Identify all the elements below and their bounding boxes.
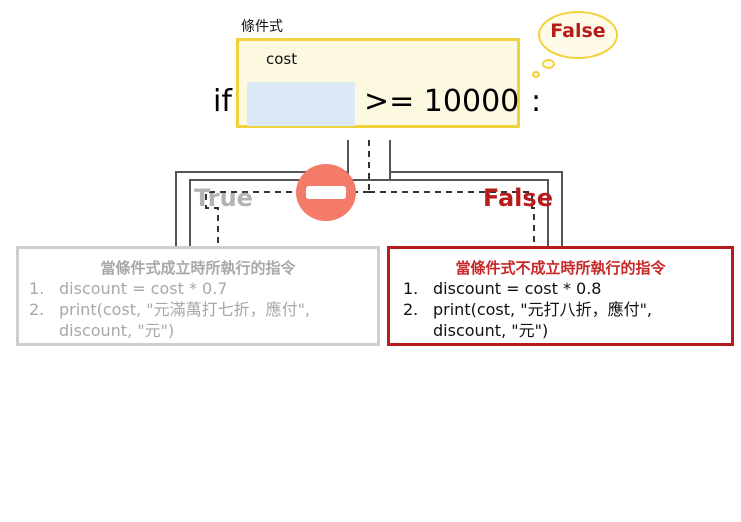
condition-variable: cost — [266, 50, 298, 68]
condition-colon: : — [531, 84, 542, 119]
false-branch-label: False — [483, 184, 553, 212]
step-number: 1. — [403, 279, 419, 298]
step-text: discount = cost * 0.8 — [433, 279, 602, 298]
minus-bar — [306, 186, 346, 199]
step-text: discount = cost * 0.7 — [59, 279, 228, 298]
step-text: print(cost, "元滿萬打七折，應付", — [59, 300, 311, 319]
condition-input-slot[interactable] — [247, 82, 355, 126]
step-number: 1. — [29, 279, 45, 298]
step-number: 2. — [403, 300, 419, 319]
bubble-tail-dot — [532, 71, 540, 78]
step-text: discount, "元") — [433, 321, 549, 340]
condition-operator: >= 10000 — [364, 84, 520, 119]
if-keyword: if — [213, 84, 232, 119]
step-text: discount, "元") — [59, 321, 175, 340]
true-branch-panel: 當條件式成立時所執行的指令 1. discount = cost * 0.7 2… — [16, 246, 380, 346]
false-branch-outer-line — [389, 140, 563, 246]
condition-label: 條件式 — [241, 19, 283, 35]
false-branch-inner-line — [347, 140, 549, 246]
result-bubble-text: False — [550, 20, 606, 42]
true-branch-label: True — [194, 184, 253, 212]
step-text: print(cost, "元打八折，應付", — [433, 300, 653, 319]
false-branch-panel: 當條件式不成立時所執行的指令 1. discount = cost * 0.8 … — [387, 246, 734, 346]
step-number: 2. — [29, 300, 45, 319]
result-bubble — [538, 11, 618, 59]
true-dashed-line — [205, 191, 369, 246]
false-panel-title: 當條件式不成立時所執行的指令 — [455, 259, 666, 277]
true-panel-title: 當條件式成立時所執行的指令 — [100, 259, 296, 277]
false-dashed-line — [369, 191, 535, 246]
bubble-tail-dot — [542, 59, 555, 69]
